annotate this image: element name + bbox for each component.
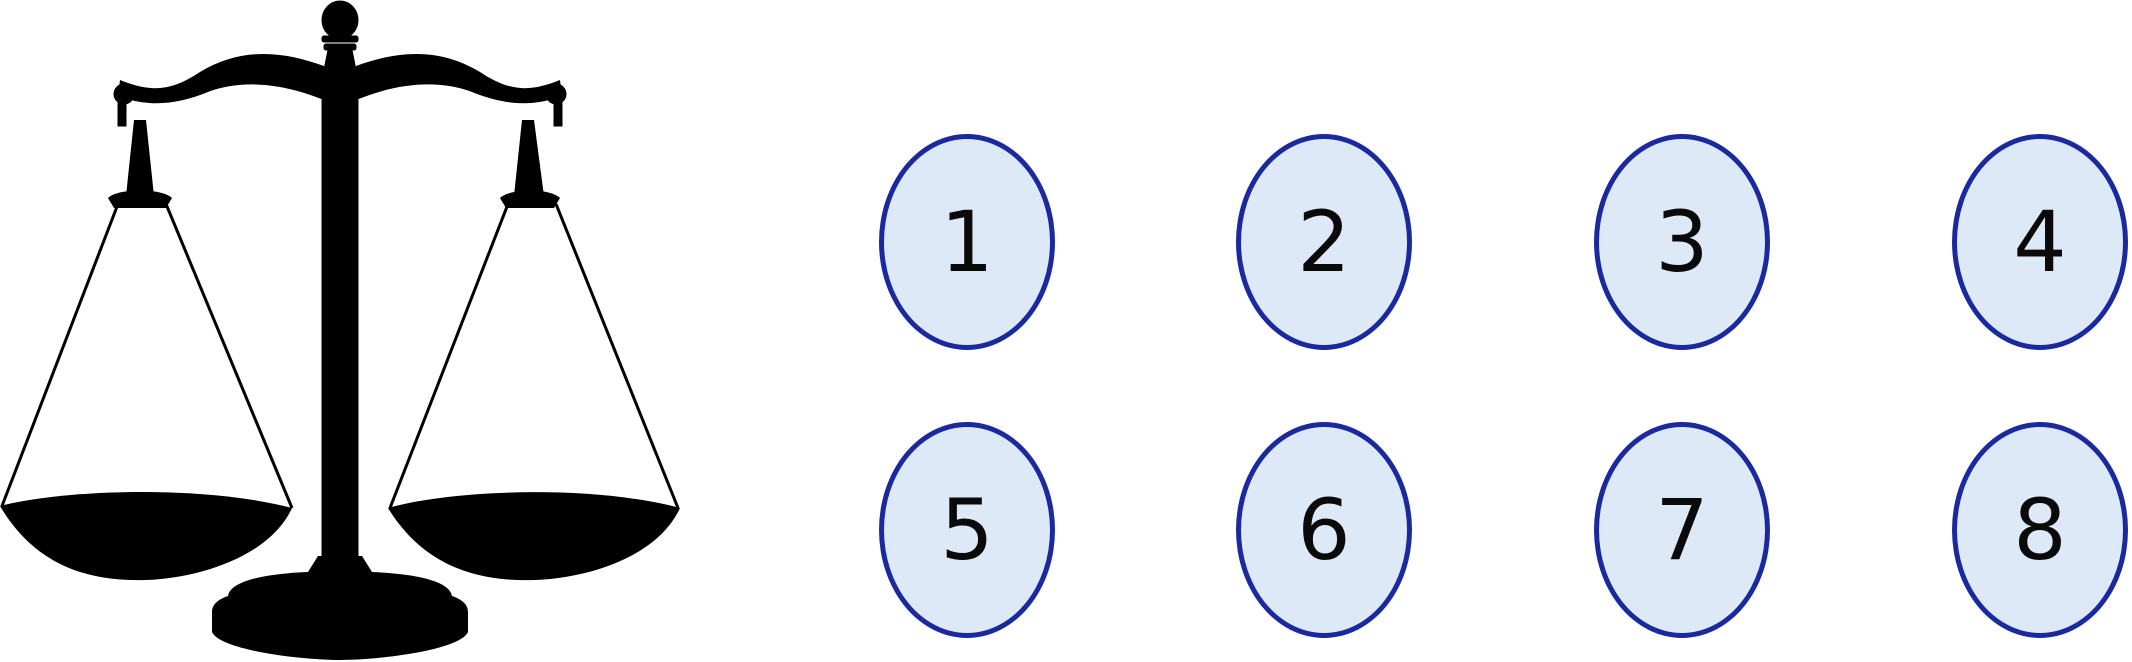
ball-label: 3 <box>1655 193 1709 291</box>
ball-3[interactable]: 3 <box>1594 134 1770 350</box>
ball-label: 8 <box>2013 481 2067 579</box>
ball-label: 7 <box>1655 481 1709 579</box>
ball-label: 6 <box>1297 481 1351 579</box>
scale-right-pan <box>388 492 680 581</box>
ball-label: 4 <box>2013 193 2067 291</box>
ball-2[interactable]: 2 <box>1236 134 1412 350</box>
balance-scale <box>0 0 690 662</box>
scale-left-pan <box>0 491 292 581</box>
scale-pillar <box>321 69 359 561</box>
ball-4[interactable]: 4 <box>1952 134 2128 350</box>
ball-label: 5 <box>940 481 994 579</box>
ball-5[interactable]: 5 <box>879 422 1055 638</box>
ball-label: 2 <box>1297 193 1351 291</box>
scale-base <box>212 556 468 660</box>
ball-label: 1 <box>940 193 994 291</box>
ball-6[interactable]: 6 <box>1236 422 1412 638</box>
ball-1[interactable]: 1 <box>879 134 1055 350</box>
balance-scale-icon <box>0 0 680 660</box>
ball-7[interactable]: 7 <box>1594 422 1770 638</box>
scale-beam <box>118 53 324 104</box>
ball-8[interactable]: 8 <box>1952 422 2128 638</box>
